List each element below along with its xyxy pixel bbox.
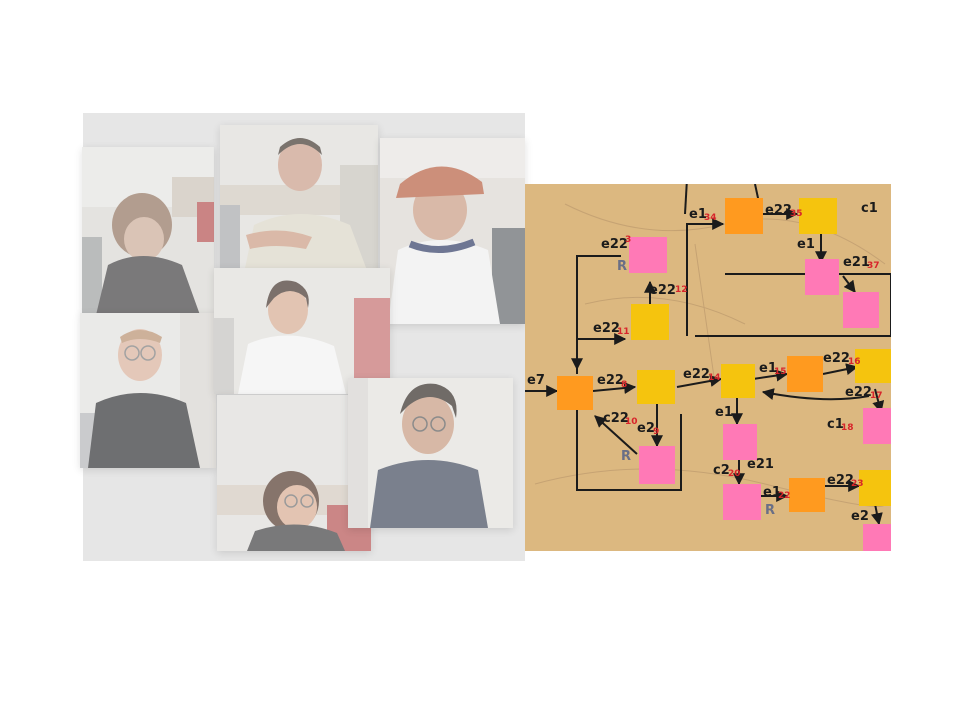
sticky-note-yellow [631, 304, 669, 340]
sticky-note-board-photo: e7 e22 8 e22 14 e1 15 e22 16 e22 17 c1 1… [525, 184, 891, 551]
label-num-8: 8 [621, 380, 627, 390]
label-e22-23: e22 [827, 473, 854, 488]
sticky-note-pink [805, 259, 839, 295]
label-e1-36: e1 [797, 237, 815, 252]
label-e22-11: e22 [593, 321, 620, 336]
label-num-17: 17 [870, 391, 883, 401]
photo-woman-smiling-glasses [217, 395, 371, 551]
label-e22-35: e22 [765, 203, 792, 218]
label-num-35: 35 [790, 209, 803, 219]
sticky-note-yellow [799, 198, 837, 234]
label-r-3: R [765, 503, 775, 518]
label-num-11: 11 [617, 327, 630, 337]
label-e22-17: e22 [845, 385, 872, 400]
photo-fade [82, 147, 214, 315]
sticky-note-pink [863, 524, 891, 551]
photo-fade [214, 268, 390, 394]
label-e21-24: e2 [851, 509, 869, 524]
label-num-23: 23 [851, 479, 864, 489]
photo-man-red-cap [380, 138, 525, 324]
label-e22-3: e22 [601, 237, 628, 252]
photo-fade [380, 138, 525, 324]
photo-man-glasses-dark-jacket [80, 313, 216, 468]
label-num-18: 18 [841, 423, 854, 433]
label-c1-top: c1 [861, 201, 878, 216]
sticky-note-orange [725, 198, 763, 234]
label-r-2: R [621, 449, 631, 464]
sticky-note-pink [843, 292, 879, 328]
label-num-22: 22 [778, 491, 791, 501]
label-e1-22: e1 [763, 485, 781, 500]
label-num-9: 9 [653, 427, 659, 437]
sticky-note-orange [557, 376, 593, 410]
photo-woman-reading [82, 147, 214, 315]
label-e21-9: e2 [637, 421, 655, 436]
label-num-14: 14 [708, 373, 721, 383]
sticky-note-pink [723, 484, 761, 520]
photo-fade [217, 395, 371, 551]
sticky-note-pink [629, 237, 667, 273]
sticky-note-yellow [859, 470, 891, 506]
label-c22-10: c22 [603, 411, 629, 426]
label-e22-16: e22 [823, 351, 850, 366]
sticky-note-pink [639, 446, 675, 484]
photo-fade [80, 313, 216, 468]
label-num-15: 15 [774, 367, 787, 377]
sticky-note-yellow [855, 349, 891, 383]
label-num-16: 16 [848, 357, 861, 367]
label-e1-15: e1 [759, 361, 777, 376]
label-e22-14: e22 [683, 367, 710, 382]
label-e22-8: e22 [597, 373, 624, 388]
sticky-note-orange [787, 356, 823, 392]
sticky-notes [557, 198, 891, 551]
label-r-1: R [617, 259, 627, 274]
sticky-note-pink [723, 424, 757, 460]
sticky-note-pink [863, 408, 891, 444]
label-num-10: 10 [625, 417, 638, 427]
label-e21-21: e21 [747, 457, 774, 472]
label-num-20: 20 [728, 469, 741, 479]
photo-young-man-crewcut [220, 125, 378, 273]
photo-man-curly-hair-glasses [348, 378, 513, 528]
label-c1-18: c1 [827, 417, 844, 432]
photo-woman-white-shirt [214, 268, 390, 394]
label-c2-20: c2 [713, 463, 730, 478]
label-num-3: 3 [625, 235, 631, 245]
label-num-12: 12 [675, 285, 688, 295]
label-num-34: 34 [704, 213, 717, 223]
photo-fade [220, 125, 378, 273]
sticky-note-yellow [721, 364, 755, 398]
sticky-note-yellow [637, 370, 675, 404]
label-num-37: 37 [867, 261, 880, 271]
sticky-note-orange [789, 478, 825, 512]
label-e21-37: e21 [843, 255, 870, 270]
label-e1-34: e1 [689, 207, 707, 222]
label-e22-12: e22 [649, 283, 676, 298]
label-e1-19: e1 [715, 405, 733, 420]
label-e7: e7 [527, 373, 545, 388]
photo-fade [348, 378, 513, 528]
